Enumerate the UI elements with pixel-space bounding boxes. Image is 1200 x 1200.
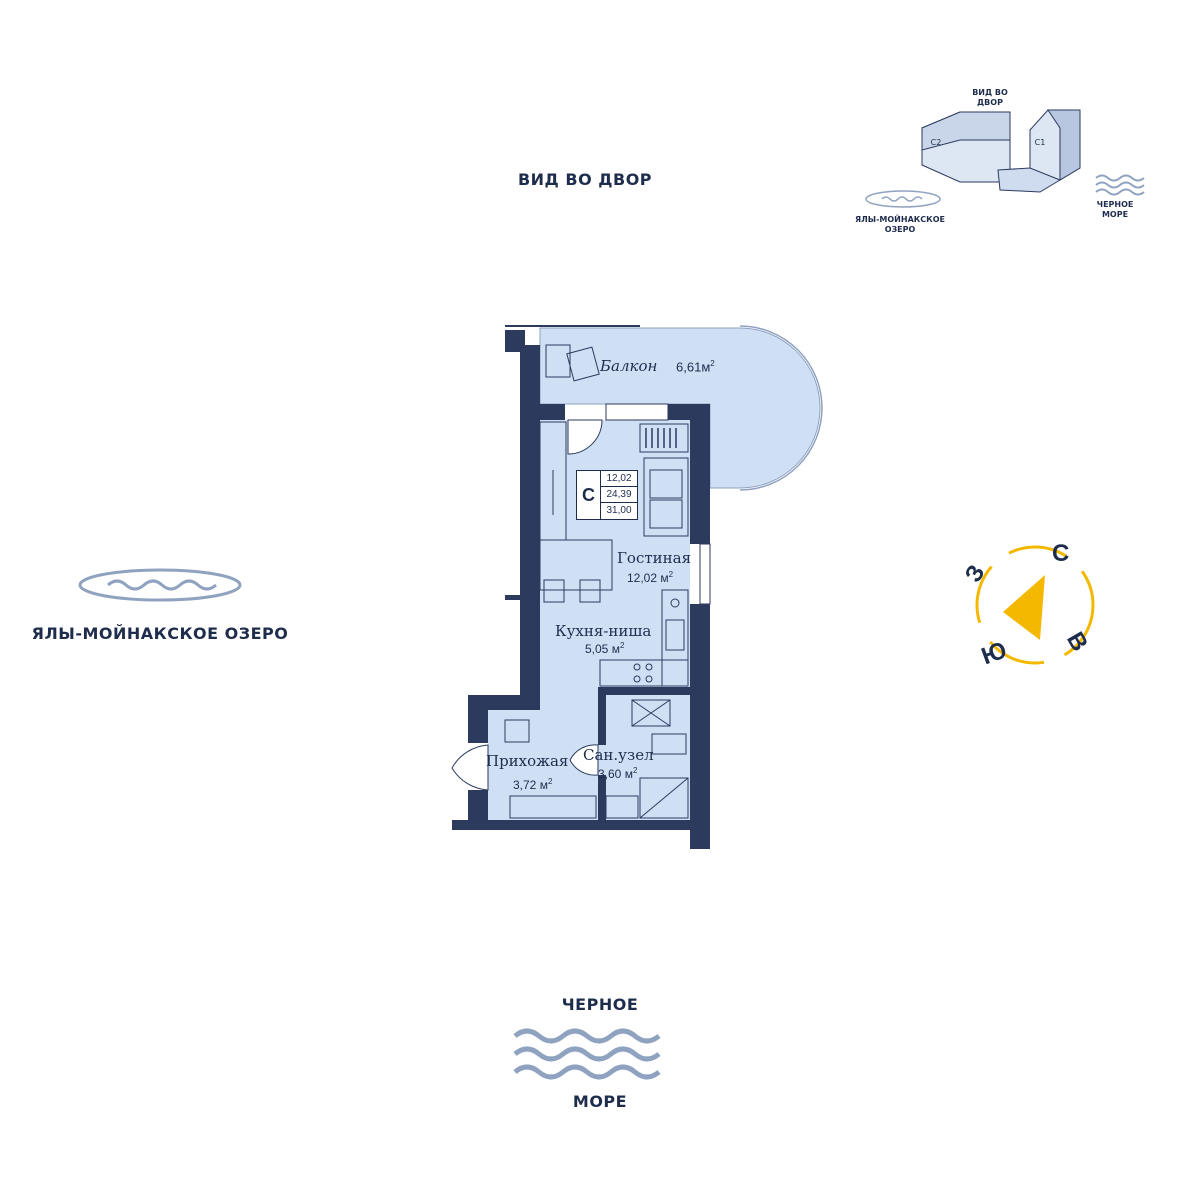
apartment-type-box: С 12,02 24,39 31,00 <box>576 470 638 520</box>
bathroom-name: Сан.узел <box>583 746 654 764</box>
mini-lake-label: ЯЛЫ-МОЙНАКСКОЕ ОЗЕРО <box>855 215 945 234</box>
view-yard-label: ВИД ВО ДВОР <box>517 170 653 189</box>
compass-icon <box>975 545 1095 665</box>
walls <box>452 330 710 849</box>
sea-label-bottom: МОРЕ <box>572 1092 628 1111</box>
living-area-value: 12,02 <box>601 471 637 487</box>
lake-label: ЯЛЫ-МОЙНАКСКОЕ ОЗЕРО <box>31 624 289 643</box>
kitchen-area: 5,05 м2 <box>585 641 625 656</box>
balcony-name: Балкон <box>600 357 658 375</box>
bathroom-area: 3,60 м2 <box>598 766 638 781</box>
doors <box>451 419 603 791</box>
hallway-name: Прихожая <box>486 752 569 770</box>
living-room-area: 12,02 м2 <box>627 570 674 585</box>
compass-north: С <box>1052 540 1070 567</box>
site-mini-map <box>865 109 1145 208</box>
sea-waves-icon <box>513 1028 661 1080</box>
mini-building-c2-label: С2 <box>930 138 942 147</box>
hallway-area: 3,72 м2 <box>513 777 553 792</box>
mini-building-c1-label: С1 <box>1034 138 1046 147</box>
furniture <box>504 344 689 819</box>
living-room-name: Гостиная <box>617 549 692 567</box>
apartment-floor <box>488 420 690 820</box>
mini-view-yard-label: ВИД ВО ДВОР <box>972 88 1008 107</box>
total-with-balcony-value: 31,00 <box>606 505 632 516</box>
mini-sea-label: ЧЕРНОЕ МОРЕ <box>1096 200 1134 219</box>
kitchen-name: Кухня-ниша <box>555 622 652 640</box>
balcony-area: 6,61м2 <box>676 359 715 375</box>
apartment-type-letter: С <box>577 471 601 519</box>
lake-icon <box>78 568 242 602</box>
windows <box>605 403 711 605</box>
total-area-value: 24,39 <box>601 487 637 503</box>
balcony-area <box>505 325 823 491</box>
sea-label-top: ЧЕРНОЕ <box>561 995 639 1014</box>
